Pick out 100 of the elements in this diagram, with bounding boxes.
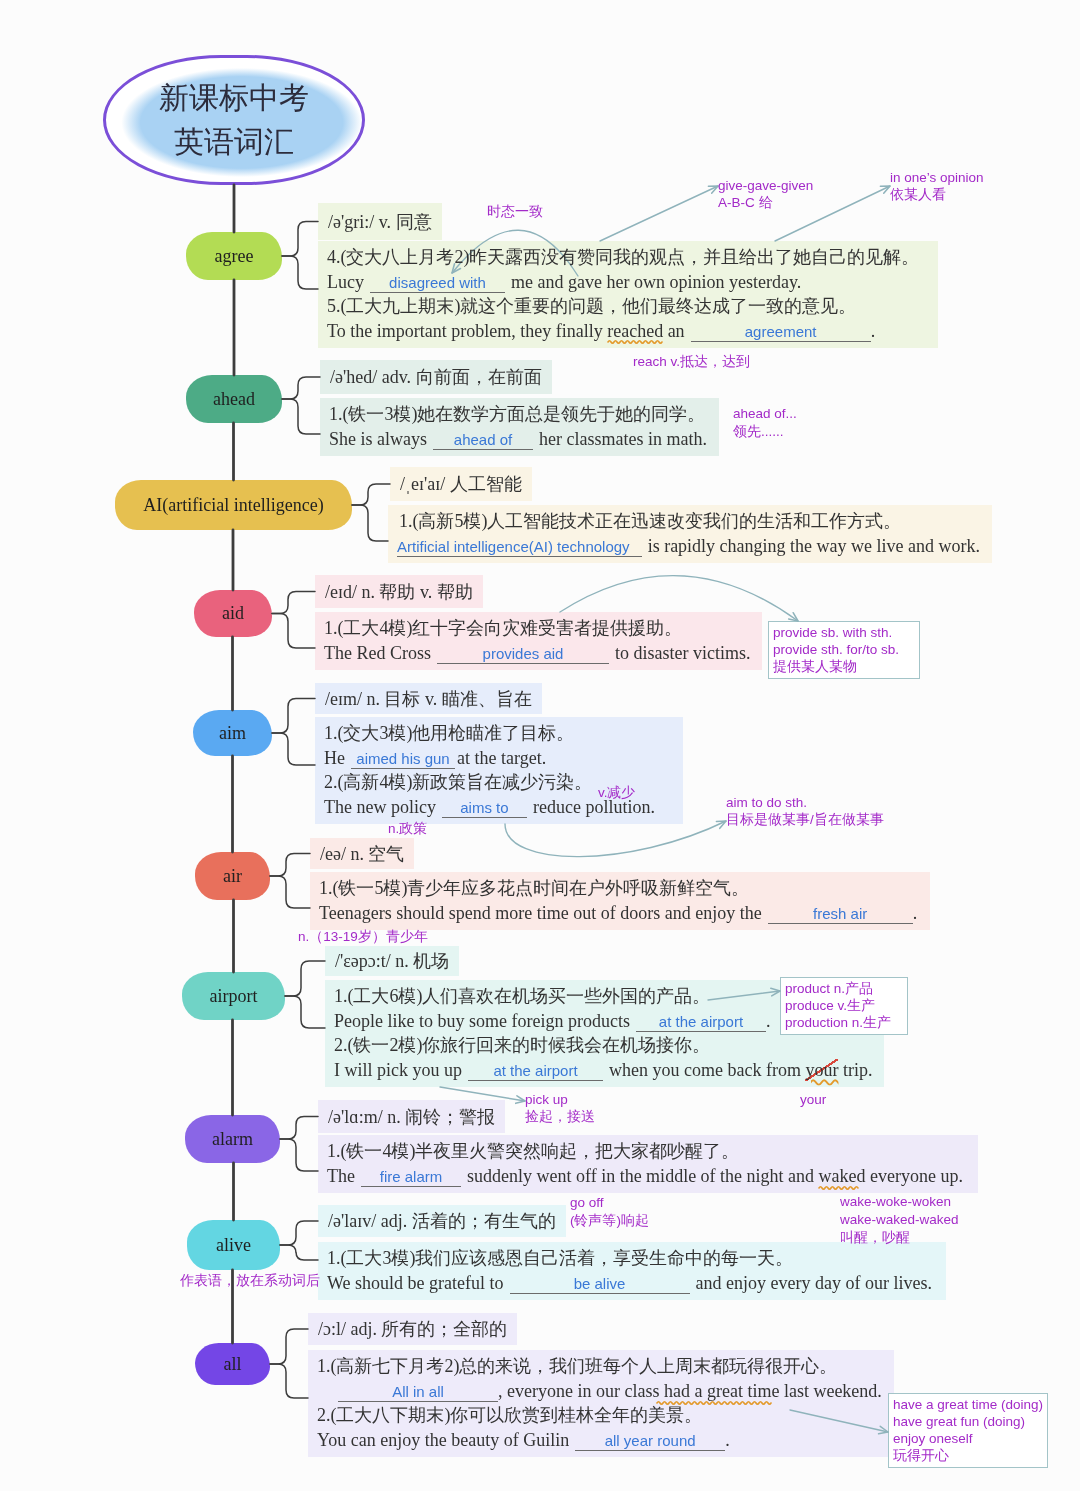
sentence-text: She is always [329, 427, 427, 450]
annotation-arrow [599, 185, 719, 242]
note-text: A-B-C 给 [718, 194, 774, 211]
example-panel [318, 1242, 946, 1300]
sentence-text: her classmates in math. [539, 427, 707, 450]
trunk-line [231, 1268, 234, 1345]
answer-blank: ahead of [433, 430, 533, 450]
definition-panel: /eɪd/ n. 帮助 v. 帮助 [315, 575, 483, 608]
note-text: production n.生产 [785, 1014, 893, 1031]
sentence-text: To the important problem, they finally reached an [327, 319, 685, 342]
annotation-arrow [451, 229, 579, 277]
answer-blank: all year round [575, 1431, 726, 1451]
answer-blank: disagreed with [370, 273, 505, 293]
trunk-line [231, 1018, 234, 1117]
annotation-text: go off [570, 1194, 604, 1211]
note-text: 捡起，接送 [525, 1108, 595, 1125]
trunk-line [232, 421, 235, 482]
word-bubble: air [195, 852, 270, 900]
note-box [768, 621, 920, 679]
sentence-text: at the target. [457, 746, 547, 769]
annotation-arrow [559, 575, 799, 622]
sentence-text: . [870, 319, 876, 342]
example-panel [318, 1135, 978, 1193]
curly-brace [281, 398, 321, 435]
sentence-text: 1.(高新5模)人工智能技术正在迅速改变我们的生活和工作方式。 [399, 510, 902, 532]
note-text: provide sb. with sth. [773, 624, 894, 641]
annotation-arrow [774, 185, 891, 242]
annotation-text: 领先...... [733, 423, 784, 440]
annotation-text: wake-woke-woken [840, 1193, 952, 1210]
word-bubble: agree [186, 232, 282, 280]
sentence-text: You can enjoy the beauty of Guilin [317, 1428, 570, 1451]
sentence-text: 1.(高新七下月考2)总的来说，我们班每个人上周末都玩得很开心。 [317, 1355, 838, 1377]
annotation-arrow [789, 1409, 889, 1435]
definition-panel: /eə/ n. 空气 [310, 838, 415, 869]
annotation-arrow [504, 820, 727, 858]
example-panel [315, 612, 763, 670]
sentence-text: . [765, 1009, 771, 1032]
definition-panel: /ɔ:l/ adj. 所有的；全部的 [308, 1313, 518, 1345]
answer-blank: Artificial intelligence(AI) technology [397, 537, 642, 557]
sentence-text: Lucy [327, 270, 364, 293]
sentence-text: me and gave her own opinion yesterday. [511, 270, 802, 293]
definition-panel: /ə'laɪv/ adj. 活着的；有生气的 [318, 1205, 566, 1237]
trunk-line [232, 183, 236, 234]
curly-brace [269, 875, 311, 909]
sentence-text: . [912, 901, 918, 924]
word-bubble: all [195, 1343, 270, 1385]
note-text: 提供某人某物 [773, 658, 858, 675]
answer-blank: at the airport [635, 1012, 766, 1032]
sentence-text: 5.(工大九上期末)就这个重要的问题，他们最终达成了一致的意见。 [327, 295, 857, 317]
word-bubble: alive [187, 1220, 280, 1270]
definition-panel: /ə'gri:/ v. 同意 [318, 203, 442, 240]
sentence-text: 2.(铁一2模)你旅行回来的时候我会在机场接你。 [334, 1034, 711, 1056]
note-text: enjoy oneself [893, 1430, 974, 1447]
sentence-text: . [725, 1428, 730, 1451]
definition-panel: /ə'hed/ adv. 向前面，在前面 [320, 360, 552, 394]
curly-brace [284, 995, 326, 1029]
word-bubble: alarm [185, 1115, 280, 1163]
sentence-text: Teenagers should spend more time out of doors and enjoy the [319, 901, 762, 924]
sentence-text: 1.(铁一5模)青少年应多花点时间在户外呼吸新鲜空气。 [319, 877, 750, 899]
sentence-text: to disaster victims. [615, 641, 751, 664]
annotation-text: wake-waked-waked [840, 1211, 959, 1228]
sentence-text: 1.(铁一3模)她在数学方面总是领先于她的同学。 [329, 403, 706, 425]
sentence-text: 1.(铁一4模)半夜里火警突然响起，把大家都吵醒了。 [327, 1140, 740, 1162]
answer-blank: at the airport [468, 1061, 603, 1081]
answer-blank: aimed his gun [351, 749, 455, 769]
curly-brace [279, 1138, 319, 1172]
sentence-text: is rapidly changing the way we live and work. [647, 534, 981, 557]
word-bubble: aid [194, 590, 272, 637]
annotation-arrow [439, 1086, 526, 1105]
sentence-text: 1.(交大3模)他用枪瞄准了目标。 [324, 722, 575, 744]
annotation-text: your [800, 1091, 827, 1108]
word-bubble: AI(artificial intelligence) [115, 480, 352, 530]
curly-brace [271, 612, 316, 649]
curly-brace [279, 1244, 319, 1261]
annotation-text: 叫醒，吵醒 [840, 1229, 910, 1246]
answer-blank: agreement [690, 322, 871, 342]
sentence-text: He [324, 746, 345, 769]
sentence-text: 1.(工大4模)红十字会向灾难受害者提供援助。 [324, 617, 683, 639]
trunk-line [231, 754, 234, 854]
sentence-text: 1.(工大6模)人们喜欢在机场买一些外国的产品。 [334, 985, 711, 1007]
sentence-text: 2.(工大八下期末)你可以欣赏到桂林全年的美景。 [317, 1404, 703, 1426]
note-text: 依某人看 [890, 186, 947, 203]
note-text: have a great time (doing) [893, 1396, 1044, 1413]
note-text: in one’s opinion [890, 169, 984, 186]
curly-brace [351, 504, 389, 542]
example-panel [310, 872, 930, 930]
note-text: 玩得开心 [893, 1447, 950, 1464]
sentence-text: 2.(高新4模)新政策旨在减少污染。 [324, 771, 593, 793]
answer-blank: fresh air [767, 904, 913, 924]
answer-blank: All in all [338, 1382, 498, 1402]
sentence-text: when you come back from [609, 1058, 801, 1081]
definition-panel: /ˌeɪ'aɪ/ 人工智能 [390, 467, 532, 501]
example-panel [318, 241, 938, 348]
sentence-text: suddenly went off in the middle of the night and waked everyone up. [467, 1164, 964, 1187]
trunk-line [232, 898, 235, 974]
example-panel [388, 505, 993, 563]
annotation-text: n.政策 [388, 820, 428, 837]
trunk-line [232, 1161, 235, 1222]
definition-panel: /'ɛəpɔ:t/ n. 机场 [325, 946, 460, 976]
note-text: aim to do sth. [726, 794, 809, 811]
